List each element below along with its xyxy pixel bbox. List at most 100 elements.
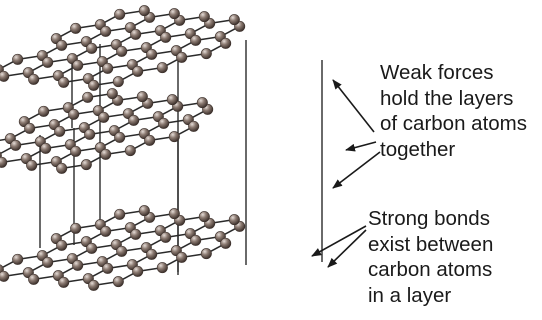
carbon-atom: [80, 159, 92, 171]
weak-forces-label: Weak forces hold the layers of carbon at…: [380, 60, 527, 162]
weak-forces-arrow-bottom: [332, 151, 381, 189]
weak-forces-line-1: Weak forces: [380, 61, 494, 84]
carbon-atom: [200, 48, 212, 60]
carbon-atom: [38, 105, 50, 117]
carbon-atom: [144, 134, 156, 146]
carbon-layer-middle: [0, 88, 214, 174]
carbon-atom: [114, 8, 126, 20]
carbon-atom: [116, 45, 128, 57]
carbon-atom: [56, 162, 68, 174]
carbon-atom: [56, 39, 68, 51]
carbon-atom: [138, 205, 150, 217]
carbon-layer-bottom: [0, 205, 246, 291]
carbon-atom: [130, 28, 142, 40]
weak-forces-line-3: of carbon atoms: [380, 112, 527, 135]
carbon-atom: [68, 108, 80, 120]
weak-forces-line-4: together: [380, 137, 456, 161]
strong-bonds-arrow-upper: [311, 225, 367, 257]
carbon-atom: [132, 65, 144, 77]
strong-bonds-label: Strong bonds exist between carbon atoms …: [368, 206, 493, 308]
carbon-atom: [24, 122, 36, 134]
carbon-atom: [196, 97, 208, 109]
carbon-atom: [112, 76, 124, 88]
carbon-atom: [168, 131, 180, 143]
carbon-atom: [100, 148, 112, 160]
carbon-atom: [26, 159, 38, 171]
carbon-atom: [176, 251, 188, 263]
strong-bonds-line-4: in a layer: [368, 283, 452, 307]
weak-forces-arrow-upper: [332, 79, 375, 133]
carbon-atom: [56, 239, 68, 251]
carbon-atom: [58, 276, 70, 288]
carbon-atom: [200, 248, 212, 260]
carbon-atom: [138, 5, 150, 17]
carbon-atom: [86, 242, 98, 254]
carbon-atom: [100, 225, 112, 237]
carbon-atom: [128, 114, 140, 126]
strong-bonds-line-3: carbon atoms: [368, 258, 493, 281]
carbon-atom: [158, 117, 170, 129]
strong-bonds-arrow-lower: [327, 229, 367, 268]
carbon-atom: [54, 125, 66, 137]
carbon-atom: [70, 222, 82, 234]
carbon-atom: [198, 11, 210, 23]
carbon-atom: [190, 34, 202, 46]
carbon-atom: [220, 237, 232, 249]
carbon-atom: [190, 234, 202, 246]
weak-forces-arrow-lower: [345, 141, 377, 152]
carbon-atom: [84, 128, 96, 140]
carbon-atom: [88, 79, 100, 91]
carbon-atom: [100, 25, 112, 37]
carbon-atom: [198, 211, 210, 223]
carbon-atom: [160, 31, 172, 43]
carbon-atom: [130, 228, 142, 240]
carbon-atom: [0, 270, 10, 282]
carbon-atom: [228, 14, 240, 26]
annotation-arrows: [311, 79, 381, 268]
carbon-atom: [82, 91, 94, 103]
carbon-atom: [168, 208, 180, 220]
carbon-atom: [228, 214, 240, 226]
carbon-atom: [132, 265, 144, 277]
carbon-atom: [42, 56, 54, 68]
strong-bonds-line-1: Strong bonds: [368, 207, 490, 230]
carbon-atom: [220, 37, 232, 49]
carbon-atom: [70, 22, 82, 34]
carbon-atom: [168, 8, 180, 20]
carbon-atom: [28, 73, 40, 85]
carbon-atom: [42, 256, 54, 268]
carbon-atom: [116, 245, 128, 257]
carbon-atom: [156, 262, 168, 274]
carbon-atom: [12, 253, 24, 265]
carbon-atom: [58, 76, 70, 88]
carbon-atom: [72, 259, 84, 271]
carbon-atom: [70, 145, 82, 157]
carbon-atom: [114, 131, 126, 143]
carbon-atom: [124, 145, 136, 157]
carbon-atom: [0, 156, 8, 168]
carbon-atom: [156, 62, 168, 74]
carbon-atom: [114, 208, 126, 220]
weak-forces-line-2: hold the layers: [380, 86, 514, 110]
carbon-atom: [88, 279, 100, 291]
carbon-atom: [136, 91, 148, 103]
carbon-atom: [0, 70, 10, 82]
carbon-atom: [146, 248, 158, 260]
carbon-atom: [12, 53, 24, 65]
carbon-atom: [188, 120, 200, 132]
carbon-atom: [112, 276, 124, 288]
carbon-atom: [160, 231, 172, 243]
carbon-atom: [146, 48, 158, 60]
carbon-atom: [176, 51, 188, 63]
carbon-atom: [106, 88, 118, 100]
carbon-atom: [98, 111, 110, 123]
carbon-atom: [86, 42, 98, 54]
carbon-atom: [40, 142, 52, 154]
strong-bonds-line-2: exist between: [368, 232, 494, 256]
carbon-atom: [102, 262, 114, 274]
carbon-atom: [102, 62, 114, 74]
carbon-atom: [72, 59, 84, 71]
carbon-atom: [28, 273, 40, 285]
carbon-layer-top: [0, 5, 246, 91]
